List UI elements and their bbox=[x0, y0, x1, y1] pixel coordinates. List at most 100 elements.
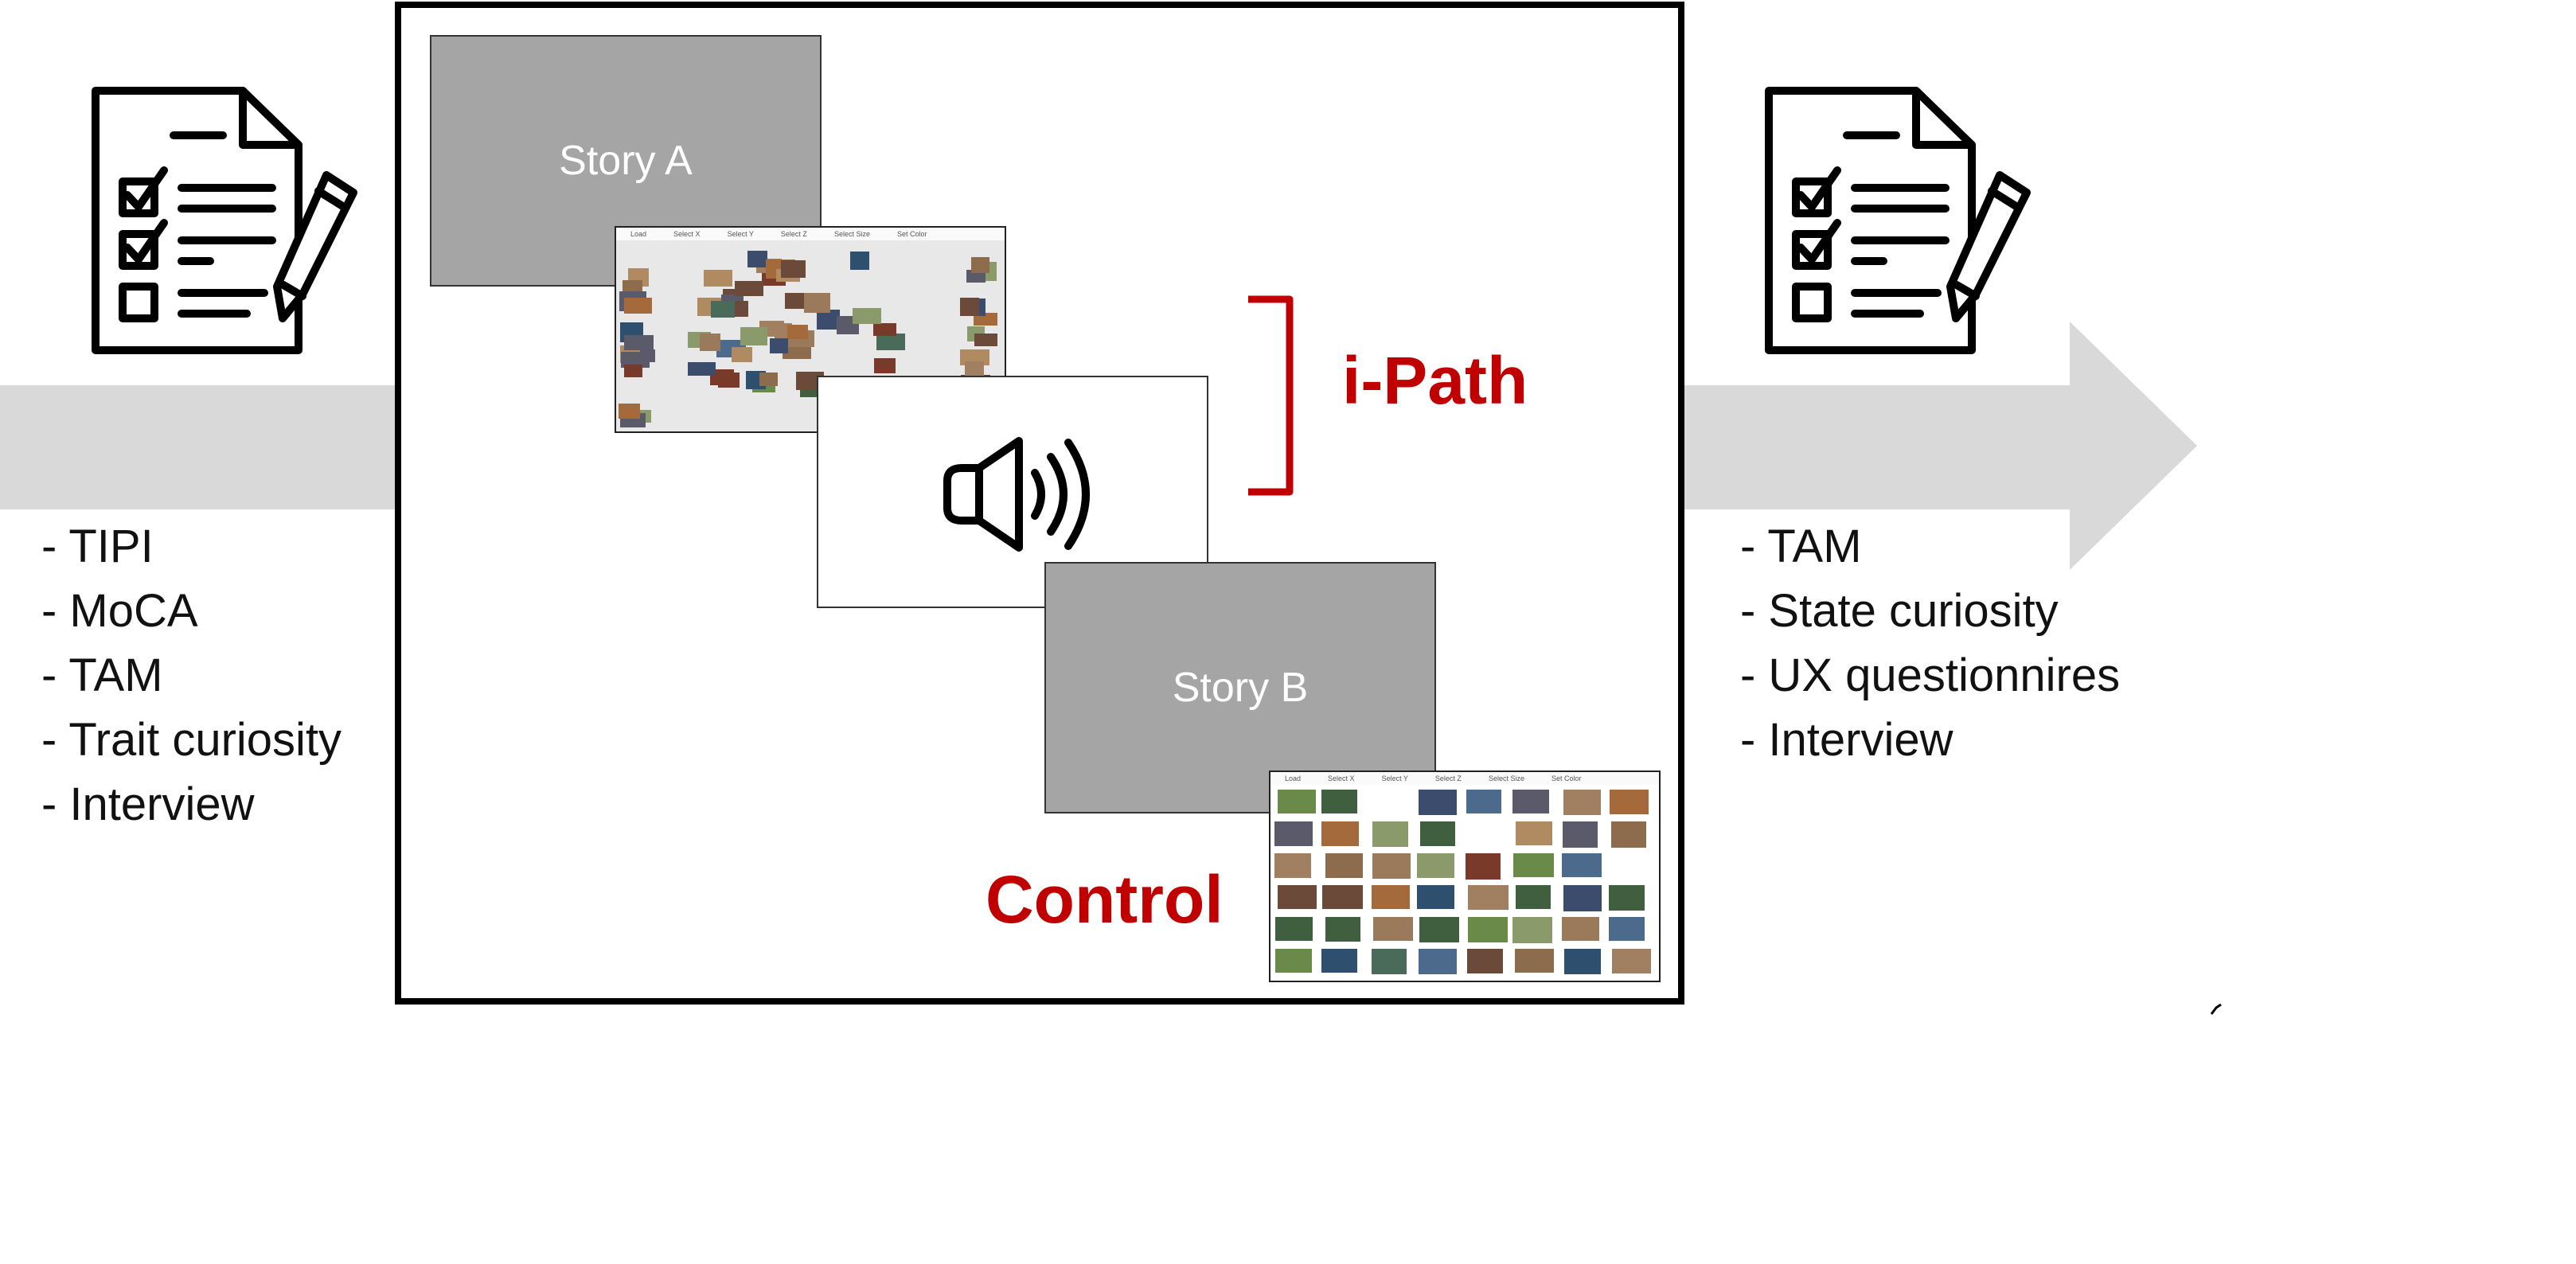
photo-thumbnail bbox=[965, 361, 984, 380]
scatter-canvas bbox=[616, 240, 1005, 431]
photo-thumbnail bbox=[804, 293, 830, 313]
study-session-frame: Story A Load Select X Select Y Select Z … bbox=[395, 2, 1684, 1005]
checklist-pencil-icon bbox=[92, 87, 357, 354]
photo-thumbnail bbox=[1321, 790, 1357, 813]
photo-thumbnail bbox=[853, 308, 881, 324]
photo-thumbnail bbox=[624, 335, 654, 350]
control-screenshot: Load Select X Select Y Select Z Select S… bbox=[1269, 770, 1661, 982]
photo-thumbnail bbox=[971, 257, 989, 273]
photo-thumbnail bbox=[1563, 790, 1601, 815]
list-item: - Trait curiosity bbox=[41, 714, 342, 766]
photo-thumbnail bbox=[718, 373, 740, 388]
menu-bar: Load Select X Select Y Select Z Select S… bbox=[616, 228, 1005, 240]
photo-thumbnail bbox=[1610, 790, 1649, 814]
photo-thumbnail bbox=[1564, 949, 1601, 974]
photo-thumbnail bbox=[974, 334, 997, 346]
photo-thumbnail bbox=[1321, 949, 1357, 973]
photo-thumbnail bbox=[711, 301, 735, 318]
photo-thumbnail bbox=[735, 281, 763, 296]
grid-canvas bbox=[1270, 785, 1659, 981]
story-a-label: Story A bbox=[559, 138, 693, 184]
photo-thumbnail bbox=[1372, 821, 1408, 847]
list-item: - TAM bbox=[41, 650, 163, 701]
pre-measures-list: - TIPI - MoCA - TAM - Trait curiosity - … bbox=[41, 514, 342, 837]
photo-thumbnail bbox=[1516, 821, 1552, 845]
list-item: - TIPI bbox=[41, 521, 154, 572]
photo-thumbnail bbox=[1513, 853, 1554, 877]
photo-thumbnail bbox=[1372, 885, 1410, 909]
ipath-screenshot: Load Select X Select Y Select Z Select S… bbox=[615, 226, 1006, 433]
photo-thumbnail bbox=[1372, 949, 1407, 974]
photo-thumbnail bbox=[850, 252, 869, 270]
list-item: - TAM bbox=[1740, 521, 1862, 572]
menu-item: Select Y bbox=[1381, 774, 1408, 782]
photo-thumbnail bbox=[1325, 853, 1363, 878]
photo-thumbnail bbox=[1466, 790, 1501, 813]
photo-thumbnail bbox=[1274, 821, 1313, 846]
photo-thumbnail bbox=[1419, 917, 1459, 942]
photo-thumbnail bbox=[966, 270, 986, 283]
photo-thumbnail bbox=[1325, 917, 1360, 942]
photo-thumbnail bbox=[732, 347, 752, 362]
photo-thumbnail bbox=[759, 373, 778, 386]
menu-item: Select Z bbox=[780, 230, 807, 238]
menu-item: Load bbox=[630, 230, 647, 238]
photo-thumbnail bbox=[619, 404, 640, 419]
photo-thumbnail bbox=[740, 327, 767, 345]
photo-thumbnail bbox=[1468, 917, 1508, 942]
photo-thumbnail bbox=[1322, 885, 1363, 909]
list-item: - State curiosity bbox=[1740, 585, 2059, 637]
photo-thumbnail bbox=[1562, 853, 1602, 877]
photo-thumbnail bbox=[1417, 853, 1454, 878]
story-b-label: Story B bbox=[1172, 665, 1309, 711]
photo-thumbnail bbox=[876, 334, 905, 350]
photo-thumbnail bbox=[1419, 949, 1457, 974]
post-measures-list: - TAM - State curiosity - UX questionnir… bbox=[1740, 514, 2120, 772]
photo-thumbnail bbox=[787, 325, 808, 339]
menu-item: Select X bbox=[673, 230, 701, 238]
photo-thumbnail bbox=[1611, 821, 1646, 848]
photo-thumbnail bbox=[1563, 885, 1602, 911]
photo-thumbnail bbox=[1609, 917, 1645, 941]
photo-thumbnail bbox=[1419, 790, 1457, 815]
control-label: Control bbox=[986, 862, 1224, 937]
menu-bar: Load Select X Select Y Select Z Select S… bbox=[1270, 772, 1659, 785]
photo-thumbnail bbox=[1515, 949, 1554, 973]
photo-thumbnail bbox=[747, 251, 767, 267]
photo-thumbnail bbox=[1562, 917, 1599, 941]
photo-thumbnail bbox=[1373, 917, 1413, 941]
photo-thumbnail bbox=[873, 323, 896, 336]
photo-thumbnail bbox=[1417, 885, 1454, 909]
photo-thumbnail bbox=[1275, 917, 1313, 941]
list-item: - MoCA bbox=[41, 585, 198, 637]
menu-item: Select Size bbox=[833, 230, 870, 238]
menu-item: Select Z bbox=[1434, 774, 1462, 782]
photo-thumbnail bbox=[700, 334, 720, 351]
menu-item: Select X bbox=[1328, 774, 1355, 782]
photo-thumbnail bbox=[1466, 853, 1501, 880]
photo-thumbnail bbox=[1609, 885, 1645, 911]
list-item: - UX questionnires bbox=[1740, 650, 2121, 701]
menu-item: Set Color bbox=[1551, 774, 1582, 782]
photo-thumbnail bbox=[624, 365, 642, 377]
photo-thumbnail bbox=[1278, 885, 1317, 909]
photo-thumbnail bbox=[1278, 790, 1316, 813]
photo-thumbnail bbox=[1274, 853, 1311, 878]
ipath-label: i-Path bbox=[1342, 343, 1528, 418]
photo-thumbnail bbox=[785, 293, 806, 309]
photo-thumbnail bbox=[974, 313, 997, 326]
menu-item: Select Y bbox=[727, 230, 754, 238]
photo-thumbnail bbox=[1467, 949, 1503, 973]
list-item: - Interview bbox=[41, 778, 255, 830]
photo-thumbnail bbox=[1275, 949, 1312, 973]
photo-thumbnail bbox=[1516, 885, 1551, 909]
photo-thumbnail bbox=[621, 352, 650, 368]
photo-thumbnail bbox=[1321, 821, 1359, 846]
photo-thumbnail bbox=[783, 343, 811, 359]
stray-mark bbox=[2210, 1003, 2222, 1015]
photo-thumbnail bbox=[1563, 821, 1598, 848]
audio-narration-box bbox=[817, 376, 1208, 608]
checklist-pencil-icon bbox=[1765, 87, 2031, 354]
photo-thumbnail bbox=[874, 358, 896, 373]
photo-thumbnail bbox=[1468, 885, 1509, 910]
